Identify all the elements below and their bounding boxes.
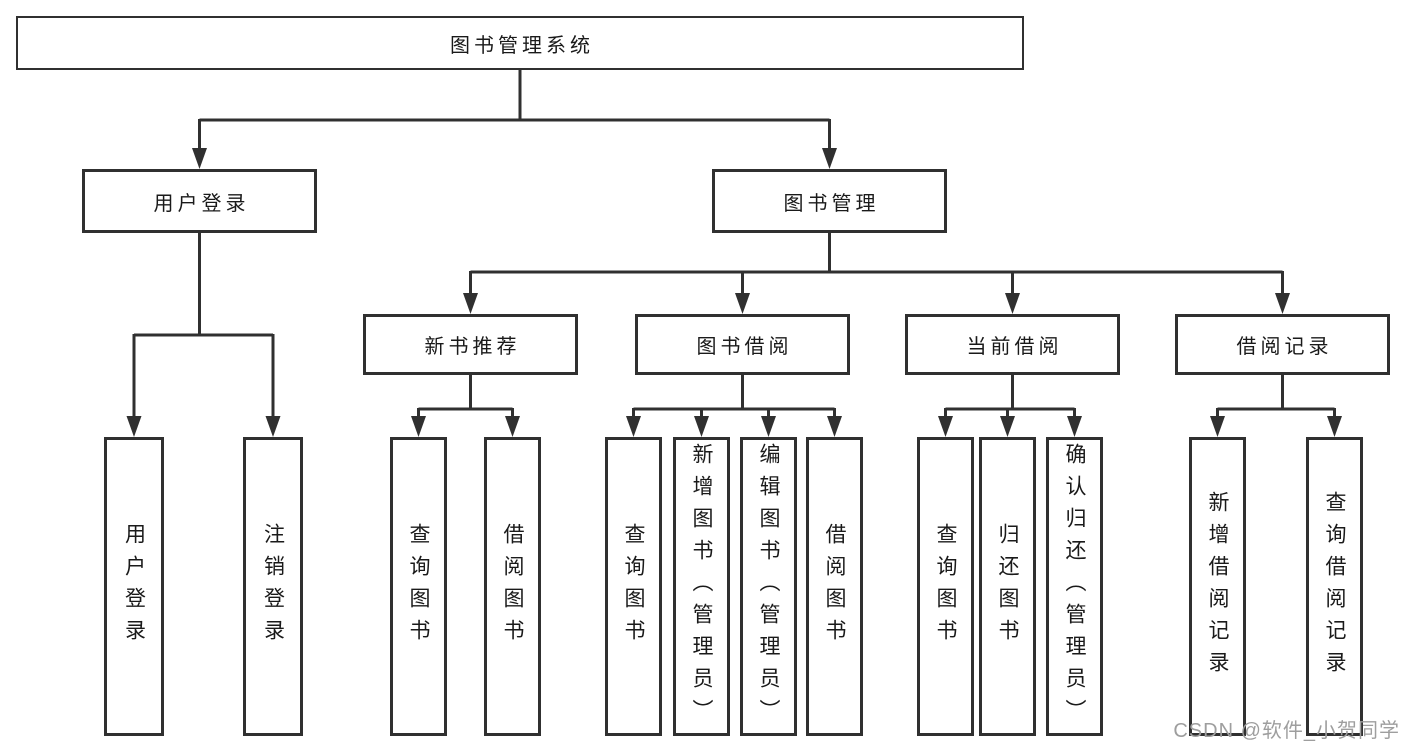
node-borrowing-records: 借阅记录 xyxy=(1175,314,1390,375)
node-label: 编辑图书（管理员） xyxy=(757,442,780,731)
leaf-borrow-books-recommend: 借阅图书 xyxy=(484,437,541,736)
node-label: 新书推荐 xyxy=(424,336,521,358)
node-label: 查询图书 xyxy=(622,522,645,651)
leaf-logout: 注销登录 xyxy=(243,437,303,736)
node-label: 借阅图书 xyxy=(823,522,846,651)
leaf-borrow-books: 借阅图书 xyxy=(806,437,863,736)
node-book-borrowing: 图书借阅 xyxy=(635,314,850,375)
node-user-login: 用户登录 xyxy=(82,169,317,233)
node-label: 当前借阅 xyxy=(966,336,1063,358)
leaf-confirm-return-admin: 确认归还（管理员） xyxy=(1046,437,1103,736)
arrowheads xyxy=(126,148,1342,437)
node-label: 查询图书 xyxy=(934,522,957,651)
leaf-add-borrow-record: 新增借阅记录 xyxy=(1189,437,1246,736)
node-label: 用户登录 xyxy=(153,192,250,215)
leaf-query-borrow-record: 查询借阅记录 xyxy=(1306,437,1363,736)
node-label: 查询借阅记录 xyxy=(1323,490,1346,683)
node-label: 查询图书 xyxy=(407,522,430,651)
node-label: 图书管理 xyxy=(783,192,880,215)
leaf-query-books-current: 查询图书 xyxy=(917,437,974,736)
node-new-book-recommendation: 新书推荐 xyxy=(363,314,578,375)
leaf-return-books: 归还图书 xyxy=(979,437,1036,736)
tree-edges xyxy=(132,70,1336,420)
node-label: 确认归还（管理员） xyxy=(1063,442,1086,731)
leaf-query-books-recommend: 查询图书 xyxy=(390,437,447,736)
node-book-management-system: 图书管理系统 xyxy=(16,16,1024,70)
node-label: 借阅图书 xyxy=(501,522,524,651)
leaf-edit-books-admin: 编辑图书（管理员） xyxy=(740,437,797,736)
leaf-user-login: 用户登录 xyxy=(104,437,164,736)
node-book-management: 图书管理 xyxy=(712,169,947,233)
node-label: 注销登录 xyxy=(261,522,285,651)
leaf-add-books-admin: 新增图书（管理员） xyxy=(673,437,730,736)
node-label: 图书管理系统 xyxy=(450,34,594,57)
node-label: 新增图书（管理员） xyxy=(690,442,713,731)
node-label: 借阅记录 xyxy=(1236,336,1333,358)
node-label: 新增借阅记录 xyxy=(1206,490,1229,683)
node-label: 图书借阅 xyxy=(696,336,793,358)
csdn-watermark: CSDN @软件_小贺同学 xyxy=(1173,720,1400,742)
node-label: 用户登录 xyxy=(122,522,146,651)
node-label: 归还图书 xyxy=(996,522,1019,651)
leaf-query-books-borrow: 查询图书 xyxy=(605,437,662,736)
node-current-borrowing: 当前借阅 xyxy=(905,314,1120,375)
